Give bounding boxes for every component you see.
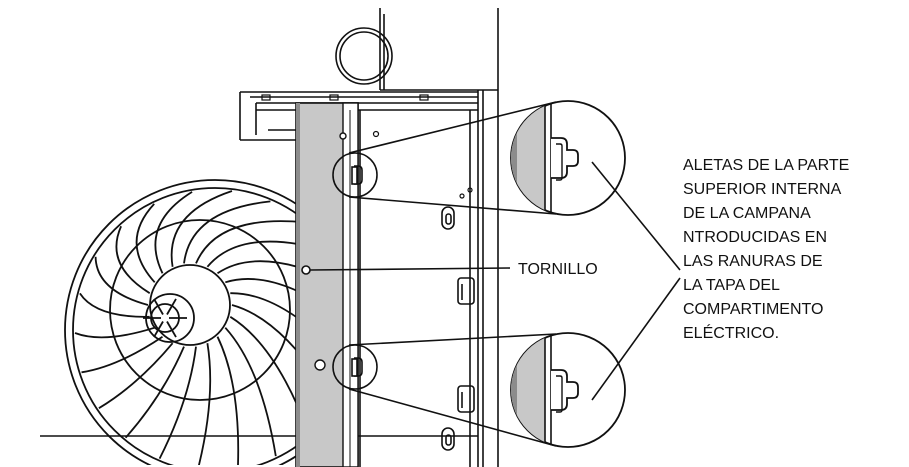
leader-lines (309, 161, 681, 401)
screw-label: TORNILLO (518, 261, 598, 278)
hub-spoke (153, 321, 164, 338)
tabs-label-line: ALETAS DE LA PARTE (683, 157, 849, 174)
blower-wheel (64, 179, 340, 465)
fan-blade (216, 336, 240, 465)
top-rail-details (261, 94, 473, 199)
tabs-label-line: NTRODUCIDAS EN (683, 229, 827, 246)
tabs-label-line: ELÉCTRICO. (683, 323, 779, 342)
fan-blade (81, 335, 164, 374)
hub-spoke (153, 298, 164, 315)
hood-side-panel (295, 102, 359, 467)
tabs-callout-label: ALETAS DE LA PARTE SUPERIOR INTERNA DE L… (683, 157, 854, 342)
fan-blade (94, 256, 149, 306)
fan-blade (135, 203, 156, 283)
tabs-label-line: LA TAPA DEL (683, 277, 780, 294)
tabs-label-line: LAS RANURAS DE (683, 253, 823, 270)
cabinet-housing (40, 8, 499, 467)
fan-blade (195, 220, 305, 264)
fan-blade (198, 343, 212, 465)
tabs-label-line: DE LA CAMPANA (683, 205, 811, 222)
detail-magnifier-top (510, 100, 626, 216)
tabs-label-line: SUPERIOR INTERNA (683, 181, 842, 198)
round-port-icon (335, 27, 393, 85)
fan-blade (74, 326, 155, 339)
detail-magnifier-bottom (510, 332, 626, 448)
hub-spoke (166, 298, 177, 315)
cover-slots (441, 206, 475, 451)
fan-blade (98, 342, 174, 409)
fan-blade (124, 346, 185, 439)
fan-blade (224, 327, 277, 457)
fan-blade (79, 292, 150, 318)
hub-spoke (166, 321, 177, 338)
fan-blade (115, 225, 151, 294)
panel-hole-icon (314, 359, 326, 371)
magnifier-connector-lines (348, 101, 557, 447)
fan-blade (170, 190, 233, 267)
screw-icon (301, 265, 311, 275)
fan-blade (183, 200, 271, 264)
fan-blade (158, 346, 197, 460)
fan-blade (154, 191, 193, 274)
tabs-label-line: COMPARTIMENTO (683, 301, 823, 318)
